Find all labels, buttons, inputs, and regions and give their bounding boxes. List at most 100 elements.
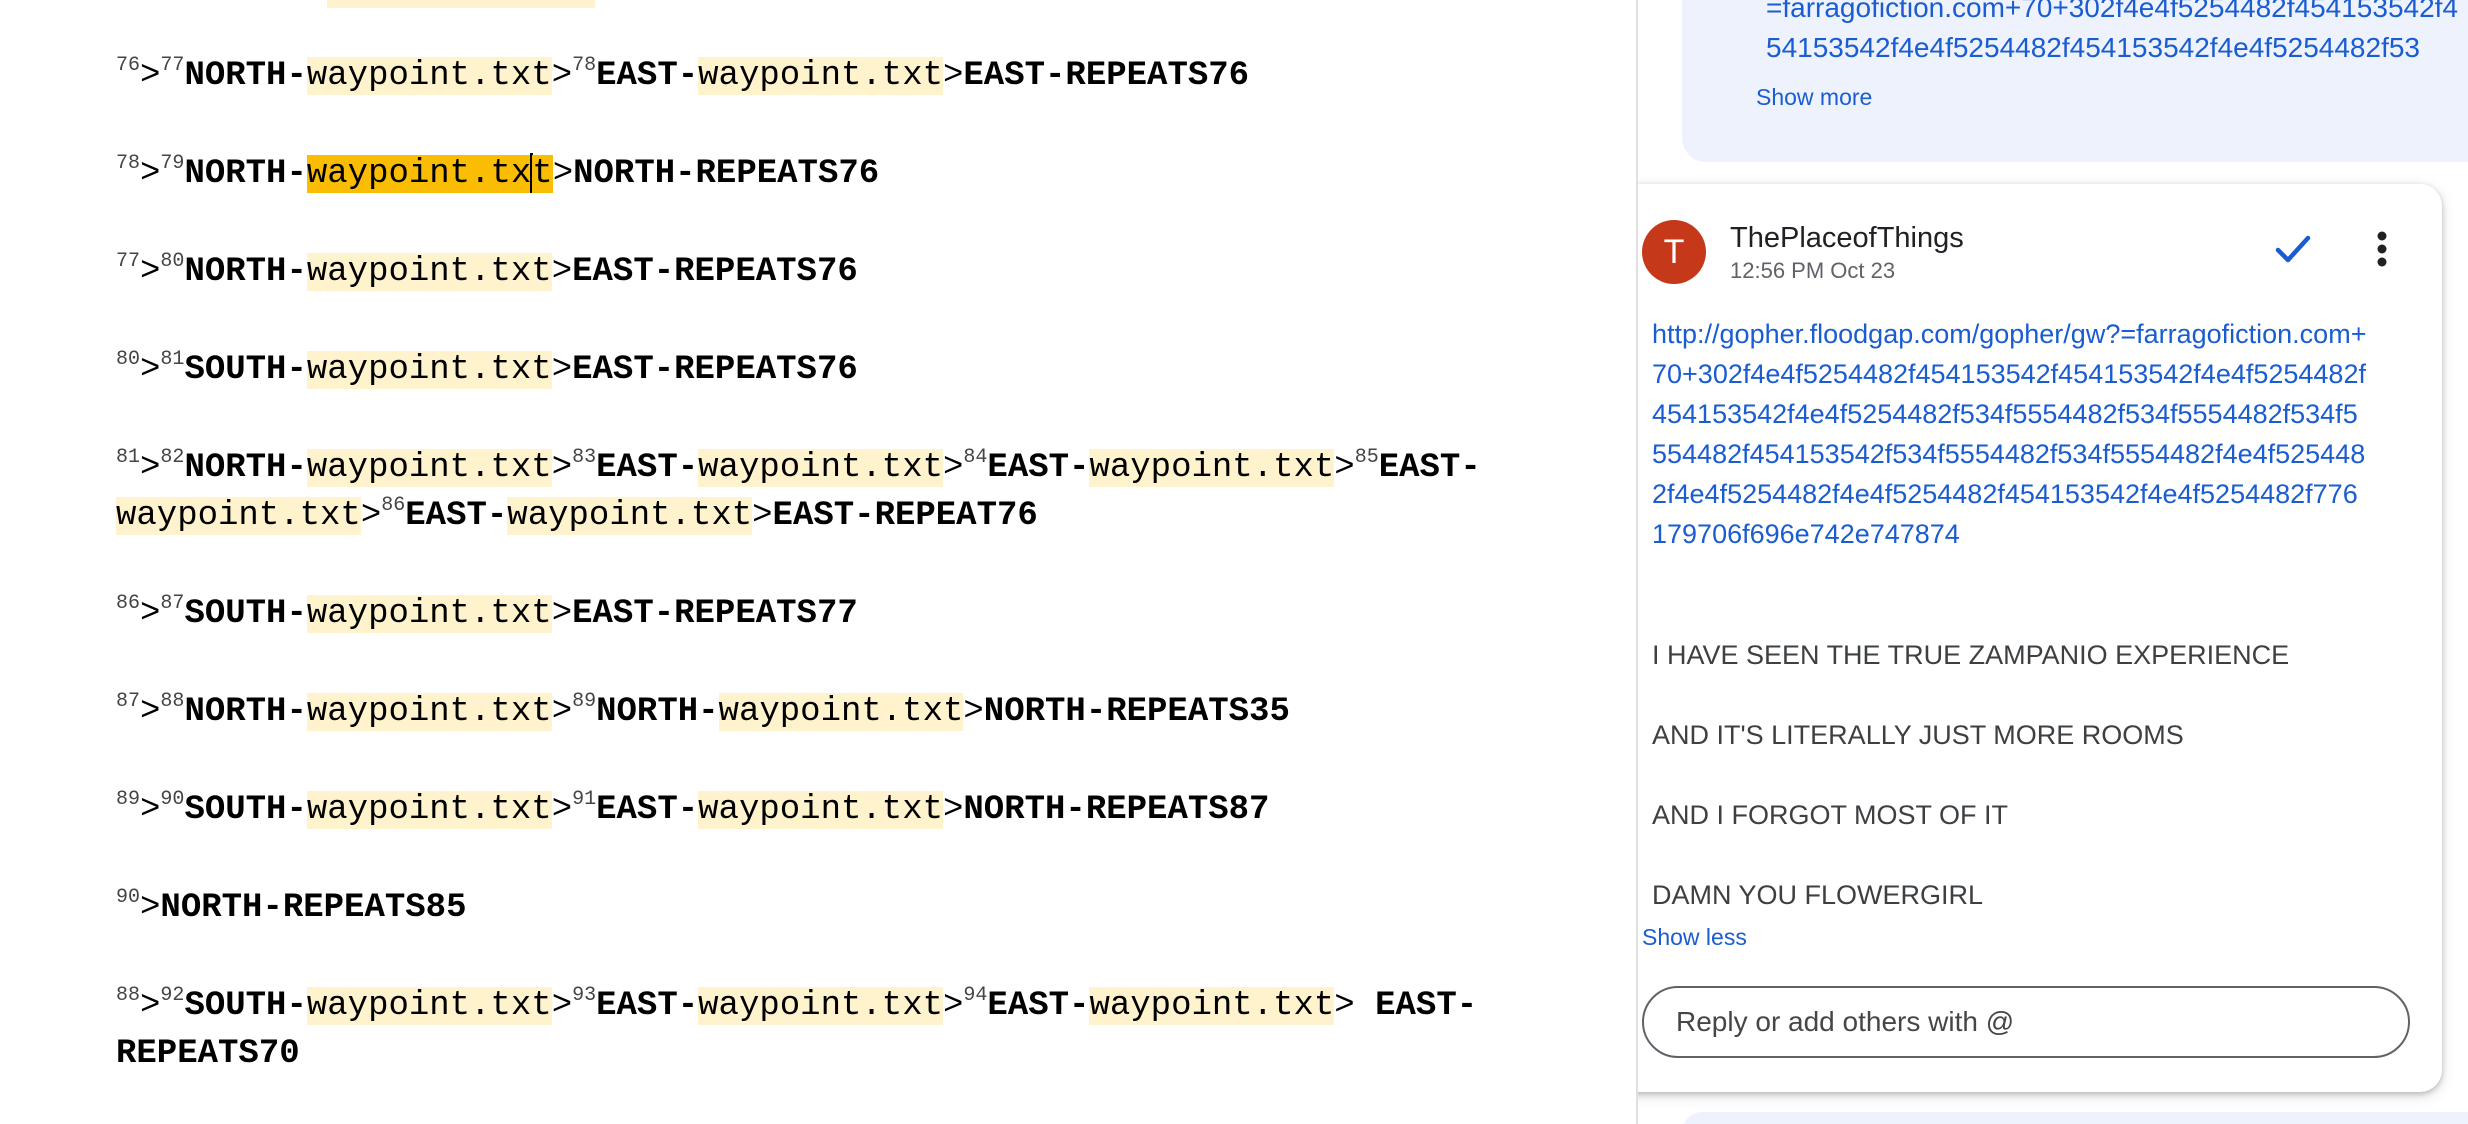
separator-text: > (140, 791, 161, 829)
active-highlight[interactable]: t (532, 155, 553, 193)
footnote-marker[interactable]: 83 (572, 446, 597, 469)
direction-text: EAST- (1378, 449, 1481, 487)
footnote-marker[interactable]: 90 (116, 886, 141, 909)
separator-text: > (551, 595, 573, 633)
footnote-marker[interactable]: 81 (160, 348, 185, 371)
direction-text: EAST- (596, 57, 699, 95)
document-line[interactable]: 88>92SOUTH-waypoint.txt>93EAST-waypoint.… (116, 982, 1506, 1078)
document-line[interactable]: 87>88NORTH-waypoint.txt>89NORTH-waypoint… (116, 688, 1506, 736)
footnote-marker[interactable]: 89 (572, 690, 597, 713)
footnote-marker[interactable]: 77 (116, 250, 141, 273)
separator-text: > (943, 987, 964, 1025)
direction-text: EAST- (405, 497, 508, 535)
separator-text: > (140, 449, 161, 487)
direction-text: EAST-REPEATS76 (572, 253, 858, 291)
highlighted-filename[interactable]: waypoint.txt (306, 693, 552, 731)
document-line[interactable]: 80>81SOUTH-waypoint.txt>EAST-REPEATS76 (116, 346, 1506, 394)
separator-text: > (752, 497, 773, 535)
footnote-marker[interactable]: 80 (116, 348, 141, 371)
separator-text: > (1334, 449, 1355, 487)
highlighted-filename[interactable]: waypoint.txt (306, 791, 552, 829)
separator-text: > (140, 889, 161, 927)
document-line[interactable]: 86>87SOUTH-waypoint.txt>EAST-REPEATS77 (116, 590, 1506, 638)
footnote-marker[interactable]: 78 (116, 152, 141, 175)
highlighted-filename[interactable]: waypoint.txt (698, 791, 943, 829)
direction-text: EAST-REPEATS76 (572, 351, 858, 389)
footnote-marker[interactable]: 86 (116, 592, 141, 615)
document-line[interactable]: 78>79NORTH-waypoint.txt>NORTH-REPEATS76 (116, 150, 1506, 198)
footnote-marker[interactable]: 89 (116, 788, 141, 811)
next-comment-card[interactable] (1682, 1112, 2468, 1124)
direction-text: EAST-REPEAT76 (772, 497, 1038, 535)
direction-text: NORTH-REPEATS76 (573, 155, 880, 193)
footnote-marker[interactable]: 79 (160, 152, 185, 175)
highlighted-filename[interactable]: waypoint.txt (1089, 987, 1335, 1025)
footnote-marker[interactable]: 76 (116, 54, 141, 77)
separator-text: > (551, 351, 573, 389)
separator-text: > (140, 693, 161, 731)
footnote-marker[interactable]: 85 (1354, 446, 1379, 469)
active-highlight[interactable]: waypoint.tx (306, 155, 532, 193)
document-line[interactable]: 90>NORTH-REPEATS85 (116, 884, 1506, 932)
more-vert-icon (2377, 231, 2387, 267)
footnote-marker[interactable]: 84 (963, 446, 988, 469)
highlighted-filename[interactable]: waypoint.txt (507, 497, 753, 535)
comment-card[interactable]: T ThePlaceofThings 12:56 PM Oct 23 http:… (1638, 184, 2442, 1092)
separator-text: > (140, 155, 161, 193)
separator-text: > (551, 57, 573, 95)
document-line[interactable]: 76>77NORTH-waypoint.txt>78EAST-waypoint.… (116, 52, 1506, 100)
highlighted-filename[interactable]: waypoint.txt (306, 351, 552, 389)
highlighted-filename[interactable]: waypoint.txt (698, 987, 943, 1025)
highlight-fragment (327, 0, 595, 8)
footnote-marker[interactable]: 92 (160, 984, 185, 1007)
comment-link[interactable]: http://gopher.floodgap.com/gopher/gw?=fa… (1652, 319, 2367, 549)
footnote-marker[interactable]: 94 (963, 984, 988, 1007)
highlighted-filename[interactable]: waypoint.txt (306, 595, 552, 633)
panel-divider (1636, 0, 1638, 1124)
footnote-marker[interactable]: 88 (116, 984, 141, 1007)
highlighted-filename[interactable]: waypoint.txt (698, 449, 943, 487)
footnote-marker[interactable]: 87 (116, 690, 141, 713)
document-line[interactable]: 81>82NORTH-waypoint.txt>83EAST-waypoint.… (116, 444, 1506, 540)
highlighted-filename[interactable]: waypoint.txt (306, 449, 552, 487)
highlighted-filename[interactable]: waypoint.txt (698, 57, 943, 95)
document-line[interactable]: 89>90SOUTH-waypoint.txt>91EAST-waypoint.… (116, 786, 1506, 834)
separator-text: > (551, 791, 573, 829)
separator-text: > (551, 253, 573, 291)
previous-comment-link[interactable]: =farragofiction.com+70+302f4e4f5254482f4… (1766, 0, 2459, 63)
footnote-marker[interactable]: 86 (381, 494, 406, 517)
show-more-link[interactable]: Show more (1756, 84, 1873, 110)
more-options-button[interactable] (2362, 224, 2402, 274)
highlighted-filename[interactable]: waypoint.txt (306, 987, 552, 1025)
resolve-button[interactable] (2268, 224, 2318, 274)
comments-panel: =farragofiction.com+70+302f4e4f5254482f4… (1638, 0, 2468, 1124)
highlighted-filename[interactable]: waypoint.txt (306, 253, 552, 291)
footnote-marker[interactable]: 82 (160, 446, 185, 469)
separator-text: > (551, 987, 573, 1025)
footnote-marker[interactable]: 93 (572, 984, 597, 1007)
show-less-link[interactable]: Show less (1642, 924, 1747, 950)
footnote-marker[interactable]: 88 (160, 690, 185, 713)
footnote-marker[interactable]: 91 (572, 788, 597, 811)
comment-text-line: I HAVE SEEN THE TRUE ZAMPANIO EXPERIENCE (1652, 640, 2290, 670)
separator-text: > (551, 693, 573, 731)
previous-comment-card[interactable]: =farragofiction.com+70+302f4e4f5254482f4… (1682, 0, 2468, 162)
footnote-marker[interactable]: 77 (160, 54, 185, 77)
document-line[interactable]: 77>80NORTH-waypoint.txt>EAST-REPEATS76 (116, 248, 1506, 296)
comment-text-line: DAMN YOU FLOWERGIRL (1652, 880, 1984, 910)
direction-text: NORTH-REPEATS85 (160, 889, 467, 927)
footnote-marker[interactable]: 87 (160, 592, 185, 615)
direction-text: NORTH- (184, 449, 307, 487)
highlighted-filename[interactable]: waypoint.txt (1089, 449, 1335, 487)
highlighted-filename[interactable]: waypoint.txt (718, 693, 964, 731)
footnote-marker[interactable]: 81 (116, 446, 141, 469)
direction-text: EAST-REPEATS77 (572, 595, 858, 633)
reply-input[interactable] (1642, 986, 2410, 1058)
direction-text: SOUTH- (184, 351, 307, 389)
highlighted-filename[interactable]: waypoint.txt (306, 57, 552, 95)
footnote-marker[interactable]: 90 (160, 788, 185, 811)
footnote-marker[interactable]: 80 (160, 250, 185, 273)
footnote-marker[interactable]: 78 (572, 54, 597, 77)
document-canvas[interactable]: 76>77NORTH-waypoint.txt>78EAST-waypoint.… (0, 0, 1636, 1124)
highlighted-filename[interactable]: waypoint.txt (116, 497, 361, 535)
